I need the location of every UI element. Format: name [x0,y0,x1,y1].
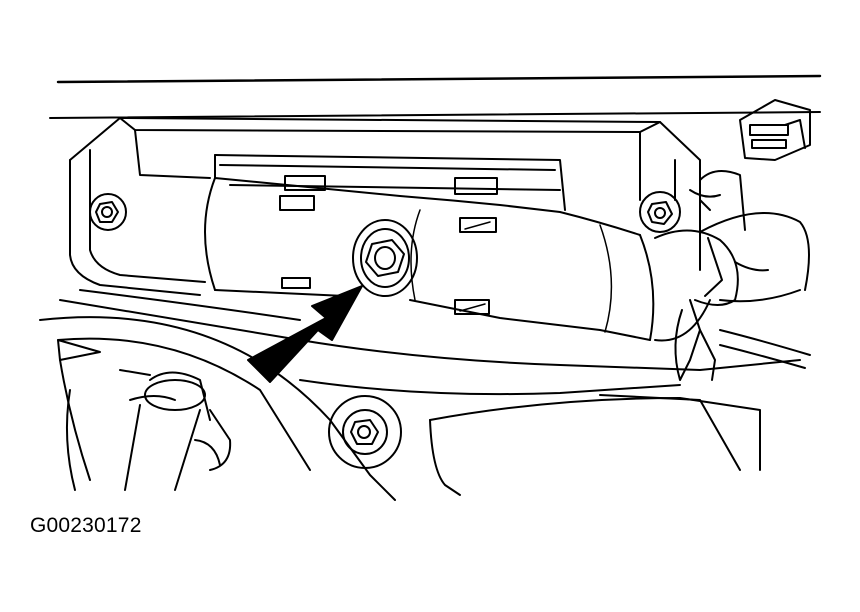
right-mount-nut [640,192,680,232]
lower-panel [60,290,810,495]
center-bolt [353,220,417,296]
left-mount-nut [90,194,126,230]
figure-id-label: G00230172 [30,514,142,537]
upper-edge [50,76,820,118]
sensor-body [205,176,653,340]
left-arc-harness [40,317,395,500]
connector-cable [655,213,809,380]
mounting-bracket [70,118,700,295]
cable-clip [690,100,810,230]
lower-left-tube [120,370,230,490]
